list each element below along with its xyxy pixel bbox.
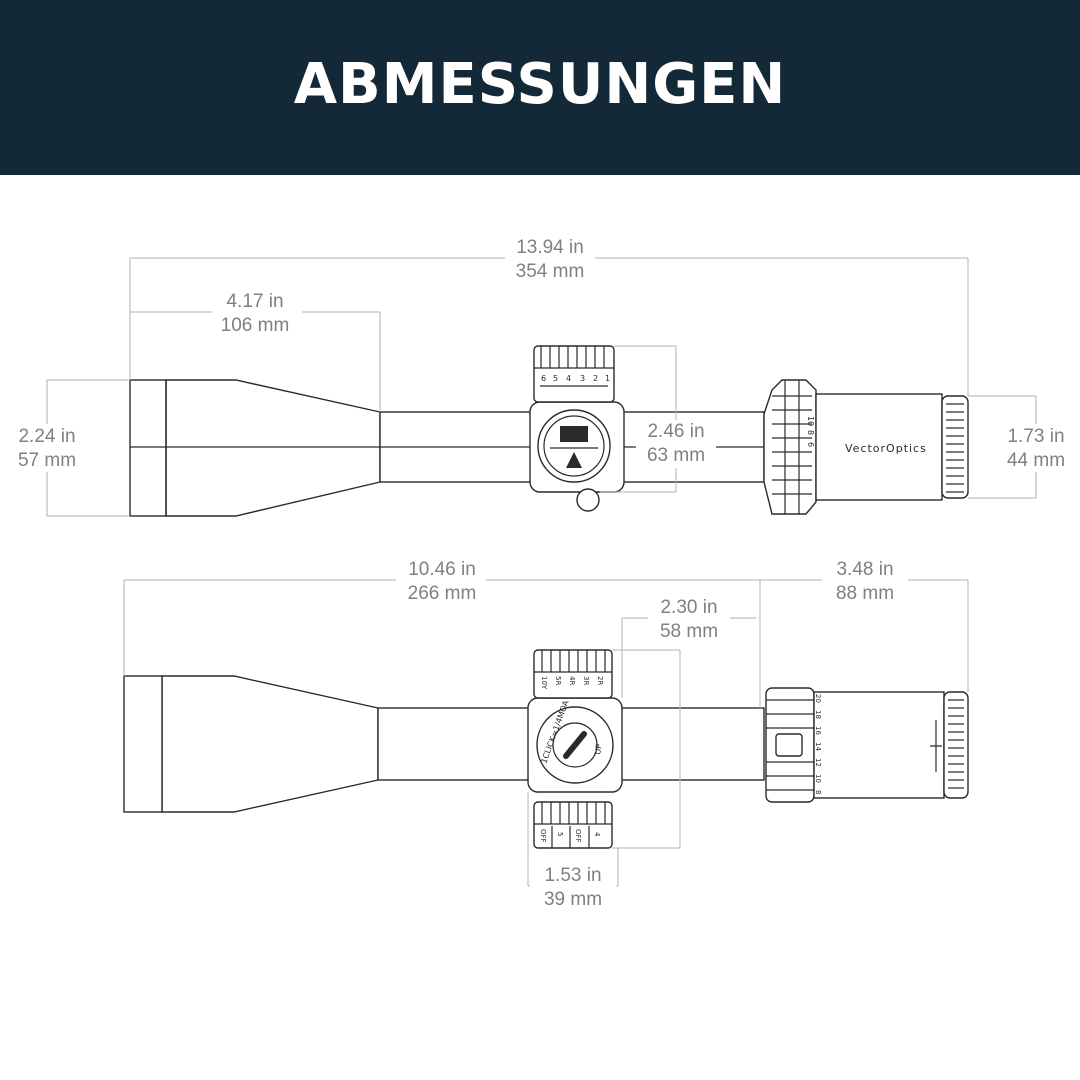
side-mag-ring-6: 8 [814, 790, 822, 794]
dim-objective-diameter-mm: 57 mm [18, 450, 76, 471]
turret-dial-dir: UP [593, 743, 604, 755]
top-elev-scale-1: 5 [553, 374, 558, 383]
dim-turret-span-in: 2.30 in [660, 597, 717, 618]
top-mag-ring-0: 10 [806, 416, 815, 426]
side-mag-ring-1: 18 [814, 710, 822, 719]
illum-scale-0: OFF [539, 829, 547, 843]
side-objective-cone [161, 675, 379, 813]
side-dimensions: 10.46 in 266 mm 3.48 in 88 mm 2.30 in 58… [123, 558, 969, 910]
top-battery-cap [576, 488, 600, 512]
dim-turret-height-in: 2.46 in [647, 421, 704, 442]
side-scope-outline: 10Y 5R 4R 3R 2R 1CLICK=1/4MOA UP OFF 5 O… [123, 649, 969, 849]
dim-front-section-in: 10.46 in [408, 559, 476, 580]
top-objective-cone [165, 379, 381, 517]
dim-objective-bell-mm: 106 mm [221, 315, 290, 336]
top-mag-ring-2: 6 [806, 442, 815, 447]
dim-eyepiece-diameter-mm: 44 mm [1007, 450, 1065, 471]
side-elevation-knob [533, 649, 613, 699]
top-elev-scale-5: 1 [605, 374, 610, 383]
dim-objective-diameter-in: 2.24 in [18, 426, 75, 447]
top-dimensions: 13.94 in 354 mm 4.17 in 106 mm 2.24 in 5… [10, 236, 1074, 517]
dim-overall-mm: 354 mm [516, 261, 585, 282]
top-scope-outline: 6 5 4 3 2 1 10 8 6 VectorOptics [129, 345, 969, 517]
illum-scale-3: 4 [593, 832, 601, 837]
header-banner: ABMESSUNGEN [0, 0, 1080, 175]
top-windage-cap [537, 409, 611, 483]
dim-rear-section-mm: 88 mm [836, 583, 894, 604]
coin-slot-icon [563, 731, 587, 759]
top-elev-scale-0: 6 [541, 374, 546, 383]
side-ocular-housing [813, 691, 945, 799]
top-elev-scale-3: 3 [580, 374, 585, 383]
top-elev-scale-4: 2 [593, 374, 598, 383]
dim-rear-section-in: 3.48 in [836, 559, 893, 580]
dim-front-section-mm: 266 mm [408, 583, 477, 604]
top-diopter-ring [941, 395, 969, 499]
top-ocular-housing [815, 393, 943, 501]
parallax-scale-0: 10Y [540, 676, 548, 690]
brand-label: VectorOptics [845, 442, 927, 455]
warning-triangle-icon [566, 452, 582, 468]
side-objective-bell [123, 675, 163, 813]
dim-eyepiece-diameter-in: 1.73 in [1007, 426, 1064, 447]
ve-logo-icon [560, 426, 588, 442]
side-mag-ring-5: 10 [814, 774, 822, 783]
dim-turret-width-in: 1.53 in [544, 865, 601, 886]
parallax-scale-3: 3R [582, 676, 590, 685]
parallax-scale-2: 4R [568, 676, 576, 685]
dim-overall-in: 13.94 in [516, 237, 584, 258]
dim-turret-height-mm: 63 mm [647, 445, 705, 466]
side-mag-ring-2: 16 [814, 726, 822, 735]
side-mag-ring-0: 20 [814, 694, 822, 703]
top-mag-ring-1: 8 [806, 430, 815, 435]
page-title: ABMESSUNGEN [293, 52, 787, 117]
top-elev-scale-2: 4 [566, 374, 571, 383]
side-illumination-knob [533, 801, 613, 849]
dim-turret-span-mm: 58 mm [660, 621, 718, 642]
top-elevation-knob [533, 345, 615, 403]
top-objective-bell [129, 379, 167, 517]
illum-scale-1: 5 [556, 832, 564, 836]
side-mag-ring-4: 12 [814, 758, 822, 767]
illum-scale-2: OFF [574, 829, 582, 843]
side-throw-lever [775, 733, 803, 757]
dim-objective-bell-in: 4.17 in [226, 291, 283, 312]
dim-turret-width-mm: 39 mm [544, 889, 602, 910]
parallax-scale-4: 2R [596, 676, 604, 685]
parallax-scale-1: 5R [554, 676, 562, 685]
side-mag-ring-3: 14 [814, 742, 822, 751]
